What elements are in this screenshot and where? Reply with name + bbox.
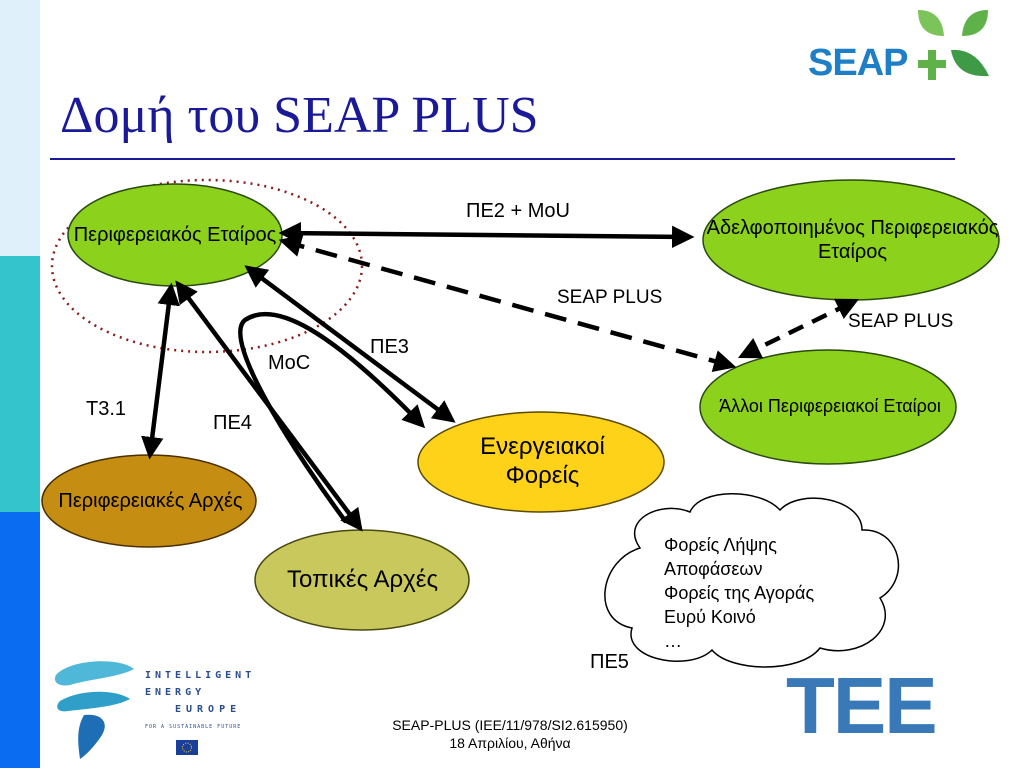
cloud-line: Ευρύ Κοινό [664,607,756,627]
iee-line3: EUROPE [175,704,242,715]
node-regional-partner: Περιφερειακός Εταίρος [73,224,277,246]
seap-logo-text: SEAP [808,42,908,84]
iee-line2: ENERGY [145,687,206,698]
label-t31: T3.1 [86,398,127,420]
sidebar-segment-teal [0,256,40,512]
seap-plus-logo-icon [918,10,989,80]
edge-local-energy-loop [238,311,426,524]
stakeholders-cloud-shape [604,493,900,668]
cloud-line: Αποφάσεων [664,559,763,579]
sidebar-segment-blue [0,512,40,768]
label-seap-plus-dashed: SEAP PLUS [557,287,663,308]
label-pe5: ΠΕ5 [590,651,629,673]
label-pe2-mou: ΠΕ2 + MoU [466,200,570,222]
sidebar-segment-light [0,0,40,256]
edge-regional-other-dashed [278,234,737,373]
node-other-partners: Άλλοι Περιφερειακοί Εταίροι [719,396,941,417]
node-twin-partner: Αδελφοποιημένος Περιφερειακός Εταίρος [706,217,999,263]
eu-flag-icon [176,740,198,755]
title-underline [50,158,955,160]
stakeholders-cloud-text: Φορείς Λήψης Αποφάσεων Φορείς της Αγοράς… [664,533,814,653]
label-pe3: ΠΕ3 [370,336,409,358]
label-moc: MoC [268,352,311,374]
left-sidebar-bar [0,0,40,768]
edge-regional-energy [244,265,456,423]
edge-regional-twin [278,221,695,249]
page-title: Δομή του SEAP PLUS [60,87,539,144]
label-pe4: ΠΕ4 [213,412,252,434]
footer-project-id: SEAP-PLUS (IEE/11/978/SI2.615950) [392,717,628,733]
iee-tagline: FOR A SUSTAINABLE FUTURE [145,724,242,730]
node-shape-energy-bodies [417,411,665,513]
footer-date-place: 18 Απριλίου, Αθήνα [449,735,571,751]
cloud-line: … [664,631,682,651]
intelligent-energy-europe-logo-icon [54,661,135,759]
cloud-line: Φορείς της Αγοράς [664,583,815,603]
edge-regional-authorities [141,282,180,460]
node-local-authorities: Τοπικές Αρχές [286,565,439,593]
label-seap-plus-right: SEAP PLUS [848,311,954,332]
iee-line1: INTELLIGENT [145,670,256,681]
footer: SEAP-PLUS (IEE/11/978/SI2.615950) 18 Απρ… [330,716,690,752]
edge-other-twin-dashed [737,298,860,359]
node-regional-authorities: Περιφερειακές Αρχές [58,490,243,512]
tee-logo-text: TEE [786,661,938,750]
cloud-line: Φορείς Λήψης [664,535,777,555]
node-energy-bodies: Ενεργειακοί Φορείς [480,433,605,489]
